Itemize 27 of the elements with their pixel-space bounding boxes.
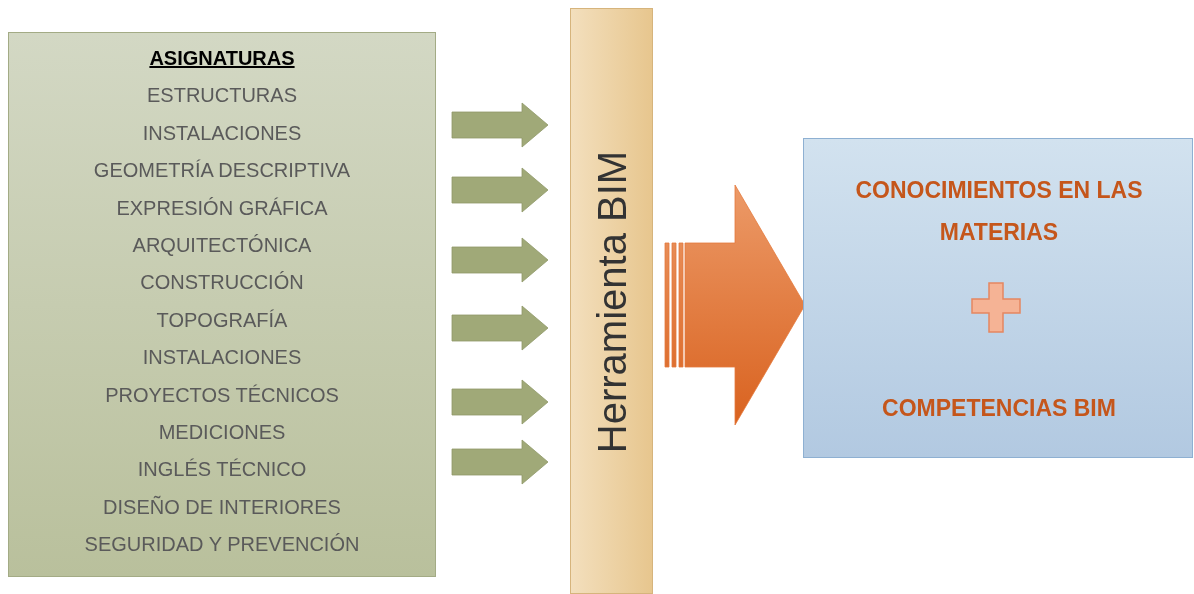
subject-label: SEGURIDAD Y PREVENCIÓN bbox=[83, 533, 361, 557]
block-arrow bbox=[451, 379, 549, 425]
subject-label: DISEÑO DE INTERIORES bbox=[102, 495, 342, 519]
block-arrow bbox=[664, 184, 806, 426]
vertical-bar bbox=[570, 8, 653, 594]
subject-label: TOPOGRAFÍA bbox=[155, 308, 289, 332]
subject-label: PROYECTOS TÉCNICOS bbox=[104, 383, 340, 407]
vertical-label: Herramienta BIM bbox=[589, 150, 635, 454]
subject-label: GEOMETRÍA DESCRIPTIVA bbox=[92, 159, 352, 183]
block-arrow bbox=[451, 237, 549, 283]
subject-label: MEDICIONES bbox=[157, 421, 287, 444]
block-arrow bbox=[451, 102, 549, 148]
block-arrow bbox=[451, 305, 549, 351]
block-arrow bbox=[451, 167, 549, 213]
subject-label: EXPRESIÓN GRÁFICA bbox=[115, 196, 329, 220]
subject-label: INSTALACIONES bbox=[141, 121, 303, 145]
subject-label: INSTALACIONES bbox=[141, 346, 303, 370]
result-label: CONOCIMIENTOS EN LAS MATERIAS bbox=[854, 176, 1144, 247]
subject-label: ESTRUCTURAS bbox=[146, 84, 298, 108]
subject-label: CONSTRUCCIÓN bbox=[139, 271, 305, 295]
panel bbox=[803, 138, 1193, 458]
subject-label: INGLÉS TÉCNICO bbox=[136, 458, 308, 482]
heading: ASIGNATURAS bbox=[148, 47, 296, 70]
subject-label: ARQUITECTÓNICA bbox=[131, 234, 313, 257]
panel bbox=[8, 32, 436, 577]
block-arrow bbox=[451, 439, 549, 485]
result-label: COMPETENCIAS BIM bbox=[881, 394, 1117, 423]
